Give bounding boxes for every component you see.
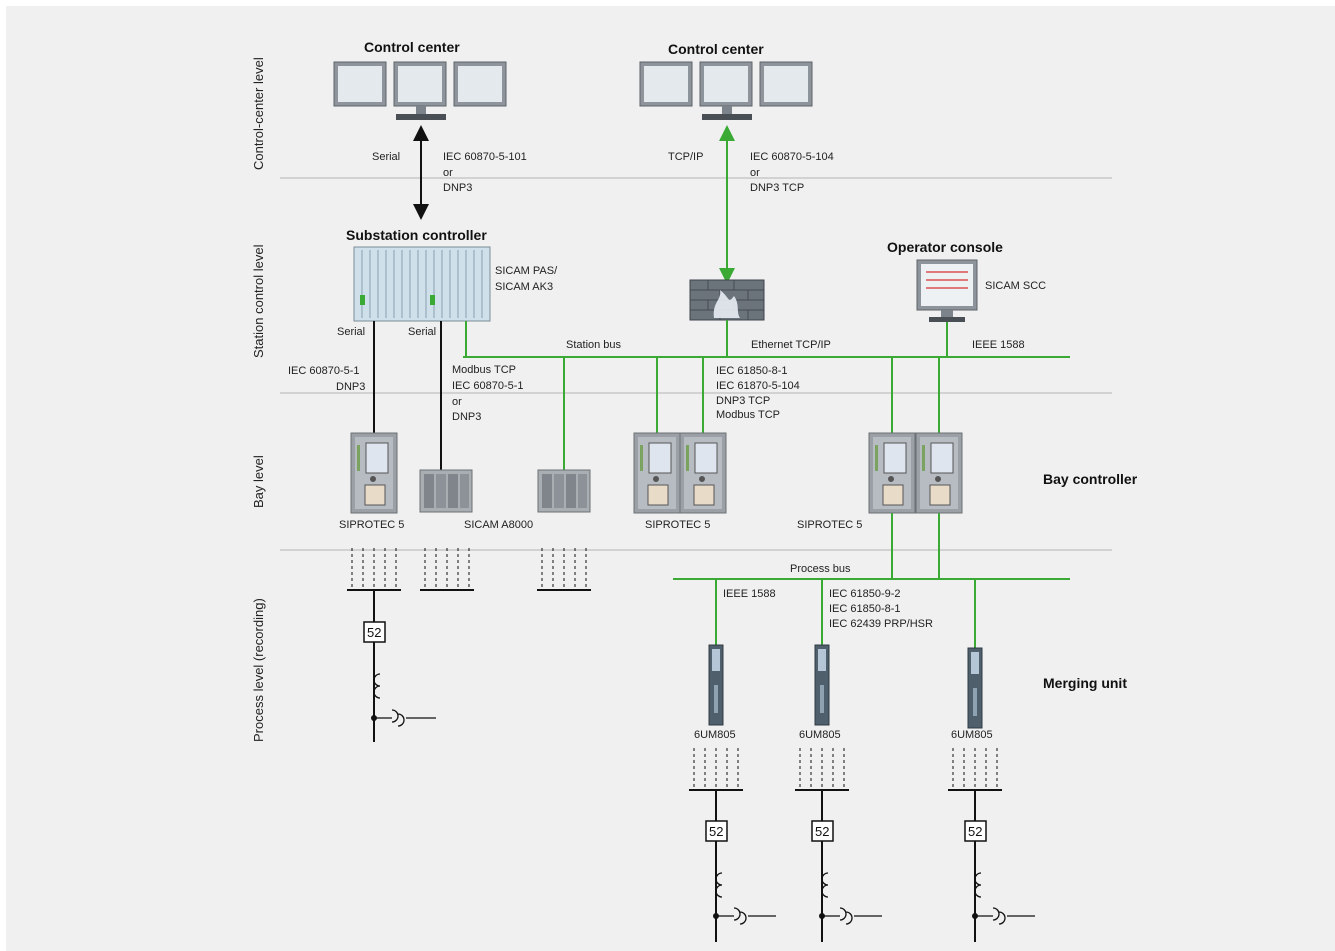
iec101-line-2: or xyxy=(443,167,453,179)
feeder-mu-1 xyxy=(688,747,744,791)
iec61850-line-2: IEC 61870-5-104 xyxy=(716,380,800,392)
ieee1588-process-label: IEEE 1588 xyxy=(723,588,776,600)
breaker-branch-4 xyxy=(964,790,1035,942)
breaker-2-label: 52 xyxy=(709,824,723,839)
modbus-line-2: IEC 60870-5-1 xyxy=(452,380,524,392)
iec101-line-3: DNP3 xyxy=(443,182,472,194)
iec104-line-3: DNP3 TCP xyxy=(750,182,804,194)
sicam-pas-line-2: SICAM AK3 xyxy=(495,281,553,293)
feeder-a8000-1 xyxy=(419,547,475,591)
sicam-a8000-device-2 xyxy=(537,469,591,513)
breaker-4-label: 52 xyxy=(968,824,982,839)
merging-unit-2 xyxy=(814,644,830,726)
operator-console-monitor xyxy=(916,259,978,322)
sicam-a8000-device-1 xyxy=(419,469,473,513)
process-bus-protocol-3: IEC 62439 PRP/HSR xyxy=(829,618,933,630)
iec1-line-2: DNP3 xyxy=(336,381,365,393)
iec61850-line-3: DNP3 TCP xyxy=(716,395,770,407)
siprotec-device-3b xyxy=(915,432,963,514)
sicam-pas-line-1: SICAM PAS/ xyxy=(495,265,558,277)
station-bus-label: Station bus xyxy=(566,339,622,351)
breaker-branch-3 xyxy=(811,790,882,942)
iec101-line-1: IEC 60870-5-101 xyxy=(443,151,527,163)
bay-controller-title: Bay controller xyxy=(1043,471,1138,487)
breaker-branch-1 xyxy=(363,590,436,742)
process-bus-protocol-2: IEC 61850-8-1 xyxy=(829,603,901,615)
level-station-control: Station control level xyxy=(251,244,266,358)
siprotec-device-1 xyxy=(350,432,398,514)
iec104-line-1: IEC 60870-5-104 xyxy=(750,151,834,163)
siprotec-device-3a xyxy=(868,432,916,514)
siprotec-device-2b xyxy=(679,432,727,514)
feeder-mu-3 xyxy=(947,747,1003,791)
process-bus-label: Process bus xyxy=(790,563,851,575)
iec61850-line-4: Modbus TCP xyxy=(716,409,780,421)
serial-b-label: Serial xyxy=(408,326,436,338)
tcpip-label: TCP/IP xyxy=(668,151,703,163)
substation-controller-title: Substation controller xyxy=(346,227,487,243)
modbus-line-4: DNP3 xyxy=(452,411,481,423)
serial-top-label: Serial xyxy=(372,151,400,163)
level-bay: Bay level xyxy=(251,455,266,508)
merging-unit-3 xyxy=(967,647,983,729)
breaker-3-label: 52 xyxy=(815,824,829,839)
ieee1588-station-label: IEEE 1588 xyxy=(972,339,1025,351)
sicam-a8000-label: SICAM A8000 xyxy=(464,519,533,531)
iec104-line-2: or xyxy=(750,167,760,179)
firewall-icon xyxy=(689,279,765,321)
control-center-2-title: Control center xyxy=(668,41,764,57)
iec1-line-1: IEC 60870-5-1 xyxy=(288,365,360,377)
sicam-scc-label: SICAM SCC xyxy=(985,280,1046,292)
siprotec-1-label: SIPROTEC 5 xyxy=(339,519,404,531)
breaker-branch-2 xyxy=(705,790,776,942)
merging-unit-3-label: 6UM805 xyxy=(951,729,993,741)
siprotec-3-label: SIPROTEC 5 xyxy=(797,519,862,531)
breaker-1-label: 52 xyxy=(367,625,381,640)
control-center-1-monitors xyxy=(333,61,507,120)
operator-console-title: Operator console xyxy=(887,239,1003,255)
serial-a-label: Serial xyxy=(337,326,365,338)
feeder-mu-2 xyxy=(794,747,850,791)
iec61850-line-1: IEC 61850-8-1 xyxy=(716,365,788,377)
control-center-2-monitors xyxy=(639,61,813,120)
process-bus-protocol-1: IEC 61850-9-2 xyxy=(829,588,901,600)
siprotec-device-2a xyxy=(633,432,681,514)
siprotec-2-label: SIPROTEC 5 xyxy=(645,519,710,531)
merging-unit-1 xyxy=(708,644,724,726)
diagram-canvas: Control-center level Station control lev… xyxy=(251,39,1138,942)
modbus-line-1: Modbus TCP xyxy=(452,364,516,376)
substation-controller-rack xyxy=(353,246,491,322)
merging-unit-2-label: 6UM805 xyxy=(799,729,841,741)
merging-unit-title: Merging unit xyxy=(1043,675,1127,691)
level-process: Process level (recording) xyxy=(251,598,266,742)
modbus-line-3: or xyxy=(452,396,462,408)
feeder-a8000-2 xyxy=(536,547,592,591)
architecture-diagram: Control-center level Station control lev… xyxy=(6,6,1335,951)
ethernet-label: Ethernet TCP/IP xyxy=(751,339,831,351)
level-control-center: Control-center level xyxy=(251,57,266,170)
control-center-1-title: Control center xyxy=(364,39,460,55)
feeder-siprotec-1 xyxy=(346,547,402,591)
merging-unit-1-label: 6UM805 xyxy=(694,729,736,741)
